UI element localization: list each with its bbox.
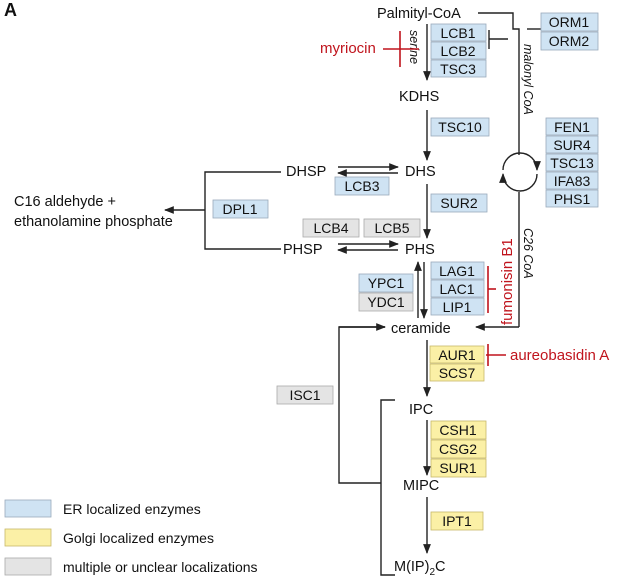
enzyme-lac1: LAC1 [430, 279, 485, 298]
enzyme-tsc3: TSC3 [430, 59, 487, 78]
legend-item-unclear: multiple or unclear localizations [4, 557, 258, 576]
enzyme-scs7: SCS7 [429, 363, 485, 382]
enzyme-lcb5: LCB5 [363, 218, 421, 238]
svg-text:LCB3: LCB3 [344, 178, 379, 194]
svg-text:LIP1: LIP1 [443, 299, 472, 315]
svg-text:SCS7: SCS7 [439, 365, 476, 381]
svg-text:AUR1: AUR1 [438, 347, 476, 363]
enzyme-fen1: FEN1 [545, 117, 599, 136]
svg-text:TSC10: TSC10 [438, 119, 482, 135]
svg-text:IPT1: IPT1 [442, 513, 472, 529]
ceramide-label: ceramide [391, 321, 451, 337]
elongation-cycle-upper [502, 152, 541, 171]
svg-text:SUR1: SUR1 [439, 460, 477, 476]
legend-label-er: ER localized enzymes [63, 501, 201, 517]
svg-text:YDC1: YDC1 [367, 294, 405, 310]
enzyme-phs1: PHS1 [545, 189, 599, 208]
legend-label-unclear: multiple or unclear localizations [63, 559, 258, 575]
isc1-bracket-left [338, 326, 385, 484]
legend: ER localized enzymes Golgi localized enz… [4, 499, 258, 576]
enzyme-ipt1: IPT1 [430, 511, 484, 531]
enzyme-lcb2: LCB2 [430, 41, 487, 60]
aureobasidin-label: aureobasidin A [510, 347, 609, 364]
enzyme-boxes: LCB1 LCB2 TSC3 ORM1 ORM2 TSC10 FEN1 SUR4… [212, 12, 599, 531]
malonyl-coa-label: malonyl CoA [521, 44, 535, 115]
svg-text:DPL1: DPL1 [222, 201, 257, 217]
dhs-label: DHS [405, 164, 436, 180]
legend-item-er: ER localized enzymes [4, 499, 201, 518]
kdhs-label: KDHS [399, 89, 439, 105]
svg-text:ORM2: ORM2 [549, 33, 590, 49]
svg-text:LAG1: LAG1 [439, 263, 475, 279]
svg-text:LCB1: LCB1 [440, 25, 475, 41]
svg-text:LAC1: LAC1 [439, 281, 474, 297]
enzyme-csh1: CSH1 [430, 420, 487, 440]
svg-text:YPC1: YPC1 [368, 275, 405, 291]
enzyme-ydc1: YDC1 [358, 292, 414, 312]
isc1-bracket-right [380, 399, 395, 576]
phsp-label: PHSP [283, 242, 323, 258]
svg-text:TSC13: TSC13 [550, 155, 594, 171]
ipc-label: IPC [409, 402, 433, 418]
svg-text:ISC1: ISC1 [289, 387, 320, 403]
legend-swatch-golgi [4, 528, 52, 547]
enzyme-lcb4: LCB4 [302, 218, 360, 238]
svg-text:FEN1: FEN1 [554, 119, 590, 135]
myriocin-label: myriocin [320, 40, 376, 57]
enzyme-dpl1: DPL1 [212, 199, 269, 219]
ethanolamine-phosphate-label: ethanolamine phosphate [14, 214, 173, 230]
enzyme-isc1: ISC1 [276, 385, 334, 405]
legend-swatch-er [4, 499, 52, 518]
enzyme-csg2: CSG2 [430, 439, 487, 459]
enzyme-sur4: SUR4 [545, 135, 599, 154]
enzyme-sur1: SUR1 [430, 458, 487, 478]
enzyme-ifa83: IFA83 [545, 171, 599, 190]
svg-text:TSC3: TSC3 [440, 61, 476, 77]
legend-label-golgi: Golgi localized enzymes [63, 530, 214, 546]
legend-swatch-unclear [4, 557, 52, 576]
serine-label: serine [407, 30, 421, 64]
enzyme-orm2: ORM2 [540, 31, 599, 51]
svg-text:SUR4: SUR4 [553, 137, 591, 153]
enzyme-lag1: LAG1 [430, 261, 485, 280]
mipc-label: MIPC [403, 478, 439, 494]
enzyme-aur1: AUR1 [429, 345, 485, 364]
enzyme-lcb1: LCB1 [430, 23, 487, 42]
fumonisin-label: fumonisin B1 [499, 238, 516, 325]
c26-coa-label: C26 CoA [521, 228, 535, 279]
enzyme-lip1: LIP1 [430, 297, 485, 316]
svg-text:SUR2: SUR2 [440, 195, 478, 211]
enzyme-ypc1: YPC1 [358, 273, 414, 293]
c16-aldehyde-label: C16 aldehyde + [14, 194, 116, 210]
elongation-cycle-lower [499, 173, 538, 192]
svg-text:ORM1: ORM1 [549, 14, 590, 30]
svg-text:PHS1: PHS1 [554, 191, 591, 207]
line-palmitylcoa-to-elongation [478, 12, 520, 155]
svg-text:LCB2: LCB2 [440, 43, 475, 59]
enzyme-orm1: ORM1 [540, 12, 599, 32]
enzyme-sur2: SUR2 [430, 193, 488, 213]
mip2c-label: M(IP)2C [394, 559, 445, 578]
enzyme-lcb3: LCB3 [334, 176, 390, 196]
phs-label: PHS [405, 242, 435, 258]
panel-label: A [4, 0, 17, 20]
dhsp-label: DHSP [286, 164, 326, 180]
palmityl-coa-label: Palmityl-CoA [377, 6, 461, 22]
svg-text:IFA83: IFA83 [554, 173, 591, 189]
svg-text:LCB4: LCB4 [313, 220, 348, 236]
enzyme-tsc13: TSC13 [545, 153, 599, 172]
legend-item-golgi: Golgi localized enzymes [4, 528, 214, 547]
enzyme-tsc10: TSC10 [430, 117, 490, 137]
svg-text:CSG2: CSG2 [439, 441, 477, 457]
svg-text:LCB5: LCB5 [374, 220, 409, 236]
svg-text:CSH1: CSH1 [439, 422, 477, 438]
